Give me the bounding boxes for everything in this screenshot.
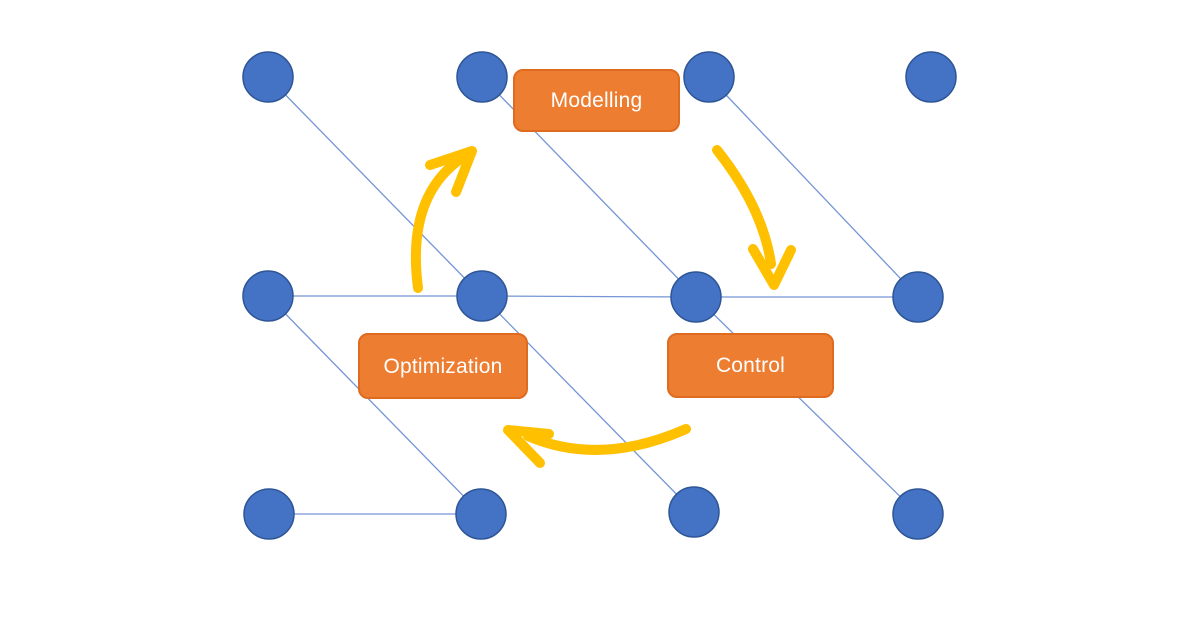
node-circle-b1	[243, 488, 295, 540]
node-circle-m4	[892, 271, 944, 323]
node-circle-m1	[242, 270, 294, 322]
cycle-arrows-layer	[410, 145, 796, 468]
arrow-optimization-to-modelling-shaft	[410, 153, 467, 293]
connector-line-m1-b2	[267, 295, 482, 515]
arrow-control-to-optimization-shaft	[523, 424, 691, 455]
arrow-modelling-to-control-shaft	[712, 145, 776, 269]
connector-line-t3-m4	[708, 76, 919, 298]
node-circle-t2	[456, 51, 508, 103]
arrow-modelling-to-control-head-icon	[748, 244, 796, 290]
node-circle-b3	[668, 486, 720, 538]
connector-line-m2-m3	[481, 295, 697, 298]
arrow-optimization-to-modelling-head-icon	[425, 146, 477, 197]
label-text-modelling: Modelling	[550, 89, 643, 112]
label-text-control: Control	[715, 354, 786, 377]
connector-line-m2-b3	[481, 295, 695, 513]
node-circle-t4	[905, 51, 957, 103]
label-box-control: Control	[667, 333, 834, 398]
label-box-optimization: Optimization	[358, 333, 528, 399]
node-circle-m3	[670, 271, 722, 323]
node-circle-b2	[455, 488, 507, 540]
arrow-control-to-optimization	[503, 424, 691, 468]
arrow-control-to-optimization-head-icon	[503, 425, 554, 468]
node-circle-t3	[683, 51, 735, 103]
label-box-modelling: Modelling	[513, 69, 680, 132]
node-circle-t1	[242, 51, 294, 103]
node-circle-b4	[892, 488, 944, 540]
connector-line-t1-m2	[267, 76, 483, 297]
nodes-layer	[242, 51, 957, 540]
label-text-optimization: Optimization	[383, 354, 503, 378]
arrow-optimization-to-modelling	[410, 146, 477, 293]
node-circle-m2	[456, 270, 508, 322]
connector-line-m3-b4	[695, 296, 919, 515]
arrow-modelling-to-control	[712, 145, 796, 290]
